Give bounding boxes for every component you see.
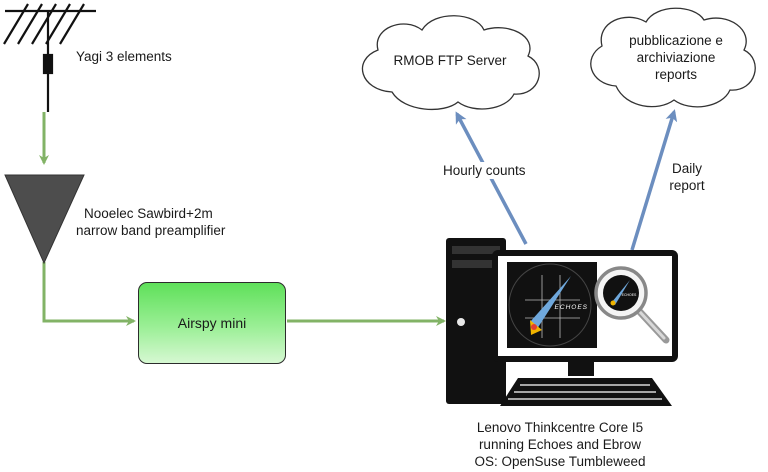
preamplifier-triangle (4, 174, 85, 265)
computer-tower-icon (446, 238, 506, 404)
hourly-counts-label: Hourly counts (441, 162, 528, 179)
reports-cloud (590, 7, 756, 108)
green-signal-links (39, 112, 446, 326)
ftp-server-cloud (361, 15, 540, 111)
ftp-server-label: RMOB FTP Server (393, 53, 507, 68)
yagi-antenna-icon (3, 3, 96, 112)
preamp-label-line2: narrow band preamplifier (76, 223, 226, 238)
magnifier-icon: ECHOES (594, 266, 670, 344)
airspy-mini-label: Airspy mini (177, 315, 247, 331)
reports-label-line2: archiviazione (636, 50, 716, 65)
keyboard-icon (500, 378, 672, 406)
airspy-mini-box: Airspy mini (138, 282, 286, 364)
magnified-logo-text: ECHOES (622, 293, 637, 297)
daily-report-label-line1: Daily (671, 161, 702, 176)
reports-label-line1: pubblicazione e (629, 33, 723, 48)
echoes-logo-text: ECHOES (555, 304, 588, 311)
reports-label-line3: reports (654, 67, 698, 82)
preamp-label-line1: Nooelec Sawbird+2m (84, 206, 213, 221)
echoes-logo-icon: ECHOES (507, 262, 597, 348)
daily-report-label-line2: report (669, 178, 705, 193)
blue-report-links (455, 109, 678, 251)
computer-label-line2: running Echoes and Ebrow (478, 437, 642, 452)
computer-label-line3: OS: OpenSuse Tumbleweed (474, 454, 646, 469)
antenna-label: Yagi 3 elements (76, 49, 172, 64)
computer-label-line1: Lenovo Thinkcentre Core I5 (476, 420, 644, 435)
